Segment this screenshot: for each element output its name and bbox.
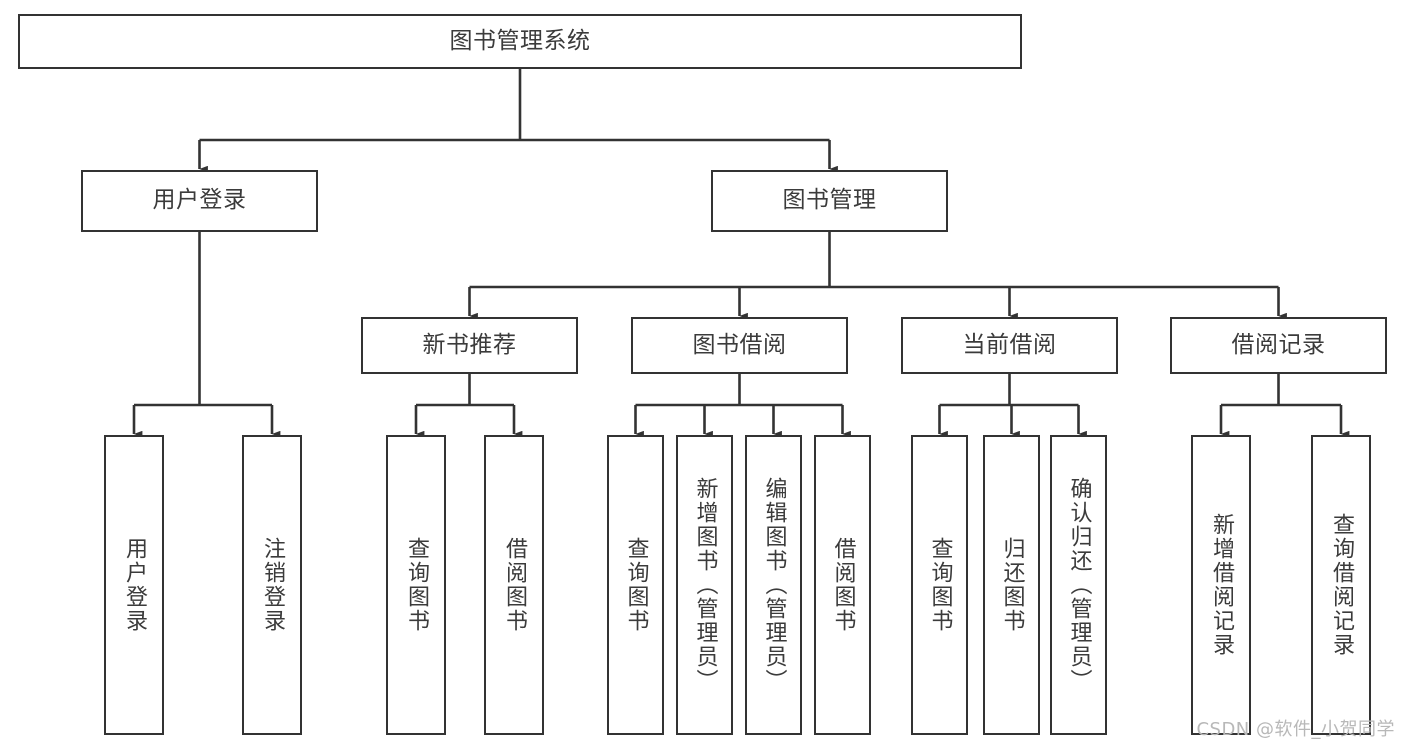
node-label-l3-b2: 借阅图书 — [502, 537, 527, 633]
node-label-l1-login: 用户登录 — [152, 187, 247, 214]
node-box-l3-d2[interactable]: 归还图书 — [983, 435, 1040, 735]
node-label-l2-current: 当前借阅 — [962, 331, 1057, 358]
node-box-l2-records[interactable]: 借阅记录 — [1170, 317, 1387, 374]
node-box-l1-manage[interactable]: 图书管理 — [711, 170, 948, 232]
node-box-l2-borrow[interactable]: 图书借阅 — [631, 317, 848, 374]
node-box-l3-c1[interactable]: 查询图书 — [607, 435, 664, 735]
edge-group — [132, 69, 1350, 438]
node-label-l3-d1: 查询图书 — [927, 537, 953, 633]
node-label-l1-manage: 图书管理 — [782, 187, 877, 214]
node-label-l3-c2: 新增图书（管理员） — [692, 477, 718, 693]
node-label-l3-a1: 用户登录 — [122, 537, 147, 633]
node-label-l3-c1: 查询图书 — [623, 537, 649, 633]
node-label-l3-e1: 新增借阅记录 — [1209, 513, 1234, 657]
node-box-l3-d1[interactable]: 查询图书 — [911, 435, 968, 735]
node-box-l1-login[interactable]: 用户登录 — [81, 170, 318, 232]
node-label-l2-borrow: 图书借阅 — [692, 331, 787, 358]
node-box-l3-e1[interactable]: 新增借阅记录 — [1191, 435, 1251, 735]
node-box-l3-e2[interactable]: 查询借阅记录 — [1311, 435, 1371, 735]
node-box-l3-c4[interactable]: 借阅图书 — [814, 435, 871, 735]
node-box-l3-b2[interactable]: 借阅图书 — [484, 435, 544, 735]
node-label-l2-records: 借阅记录 — [1231, 331, 1326, 358]
node-box-l3-c3[interactable]: 编辑图书（管理员） — [745, 435, 802, 735]
node-label-l3-d3: 确认归还（管理员） — [1066, 477, 1092, 693]
node-box-l2-current[interactable]: 当前借阅 — [901, 317, 1118, 374]
node-label-l3-b1: 查询图书 — [404, 537, 429, 633]
node-box-l2-newbook[interactable]: 新书推荐 — [361, 317, 578, 374]
node-label-l3-e2: 查询借阅记录 — [1329, 513, 1354, 657]
node-label-l3-c4: 借阅图书 — [830, 537, 856, 633]
node-label-root: 图书管理系统 — [449, 27, 591, 54]
node-box-l3-c2[interactable]: 新增图书（管理员） — [676, 435, 733, 735]
node-label-l3-c3: 编辑图书（管理员） — [761, 477, 787, 693]
node-label-l2-newbook: 新书推荐 — [422, 331, 517, 358]
node-box-l3-b1[interactable]: 查询图书 — [386, 435, 446, 735]
node-box-l3-a1[interactable]: 用户登录 — [104, 435, 164, 735]
node-box-l3-d3[interactable]: 确认归还（管理员） — [1050, 435, 1107, 735]
node-label-l3-a2: 注销登录 — [260, 537, 285, 633]
watermark: CSDN @软件_小贺同学 — [1196, 719, 1395, 740]
node-box-l3-a2[interactable]: 注销登录 — [242, 435, 302, 735]
node-label-l3-d2: 归还图书 — [999, 537, 1025, 633]
node-box-root[interactable]: 图书管理系统 — [18, 14, 1022, 69]
